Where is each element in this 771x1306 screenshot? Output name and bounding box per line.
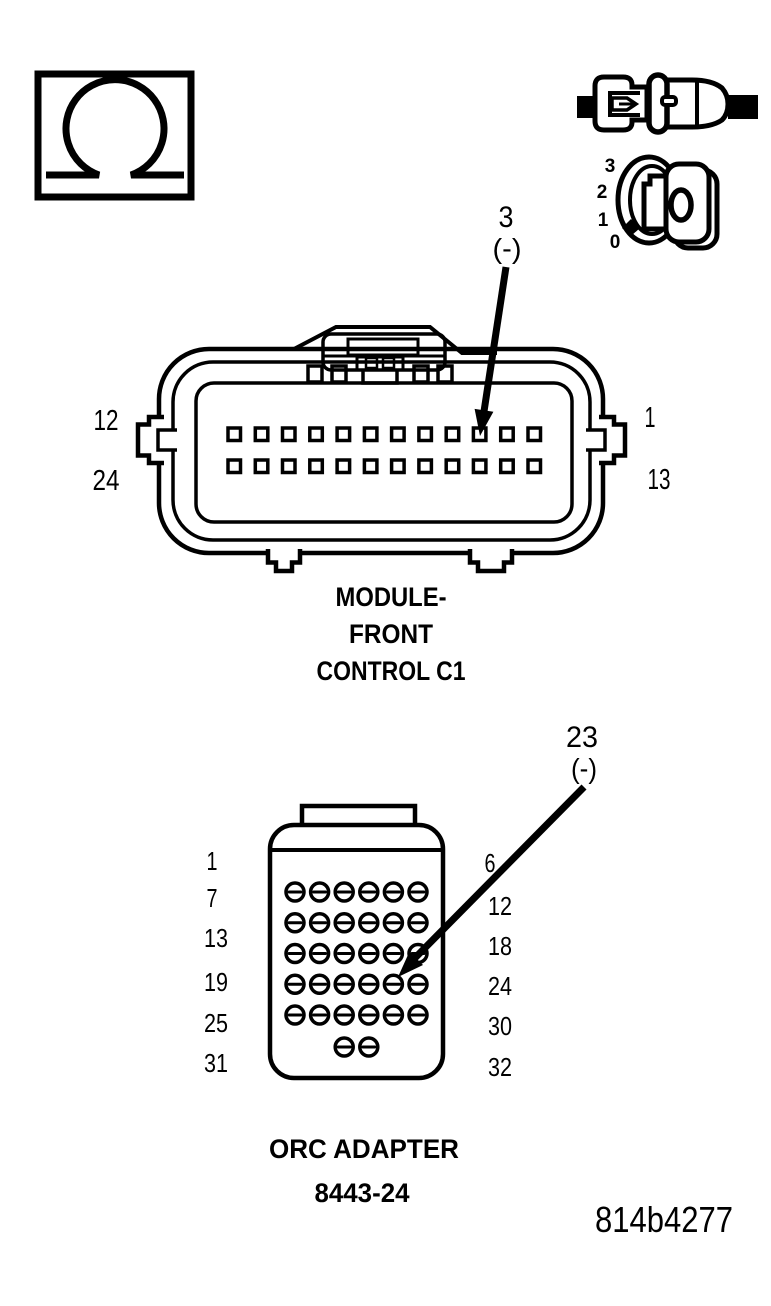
ohmmeter-icon [34,70,195,201]
pin-cavity [498,458,515,475]
orc-adapter-connector: 1 7 13 19 25 31 6 12 18 24 30 32 23 (-) … [204,721,598,1208]
socket-grid [284,881,429,1058]
shell-inner [171,360,592,542]
row-label-left-25: 25 [204,1008,228,1038]
wire-stub-left [577,96,596,118]
castellation-4 [436,364,454,384]
position-marker-diamond [622,219,640,236]
row-label-right-30: 30 [488,1011,512,1041]
pin-label-bottom-left: 24 [93,465,120,497]
castellation-1 [306,364,324,384]
connector2-caption-line1: ORC ADAPTER [269,1134,459,1164]
pin-cavity [389,458,406,475]
ignition-position-1: 1 [598,210,609,231]
row-label-right-18: 18 [488,931,512,961]
callout-arrow-shaft [408,784,587,965]
connector2-caption-line2: 8443-24 [315,1178,410,1208]
pin-cavity [417,426,434,443]
ignition-position-3: 3 [605,156,616,177]
row-label-left-13: 13 [204,923,228,953]
callout-pin-number: 23 [566,721,598,754]
mount-foot-right [467,549,515,574]
pin-cavity [253,426,270,443]
row-label-left-7: 7 [207,883,218,913]
row-label-right-6: 6 [485,848,496,878]
pin-cavity [526,426,543,443]
row-label-right-12: 12 [488,891,512,921]
pin-cavity [362,458,379,475]
pin-label-top-right: 1 [645,402,656,434]
row-label-left-19: 19 [204,967,228,997]
connector1-caption-line3: CONTROL C1 [317,656,466,686]
pin-cavity [335,458,352,475]
pin-cavity [444,426,461,443]
side-tab-left-inner [156,428,177,452]
lock-slot [660,95,678,107]
pin-cavity [335,426,352,443]
pin-cavity [417,458,434,475]
pin-cavity [308,458,325,475]
callout-arrow-head [398,951,423,977]
pin-cavity [308,426,325,443]
pin-label-top-left: 12 [94,405,119,437]
pin-cavity [226,458,243,475]
side-tab-right-inner [586,428,607,452]
wire-stub-right [728,95,758,119]
pin-grid [226,426,543,475]
latch-center-notch-b [381,356,396,370]
ohmmeter-box [34,70,195,201]
castellation-3 [412,364,430,384]
callout-pin-number: 3 [499,201,514,234]
pin-cavity-area [194,381,574,524]
pin-cavity [389,426,406,443]
ohm-symbol [46,76,184,179]
pin-cavity [226,426,243,443]
callout-polarity: (-) [571,753,597,784]
pin-cavity [498,426,515,443]
latch-center [355,355,405,372]
pin-cavity [253,458,270,475]
latch-leg [361,370,399,385]
figure-code: 814b4277 [595,1199,733,1240]
pin-cavity [471,458,488,475]
row-label-right-32: 32 [488,1052,512,1082]
pin-cavity [526,458,543,475]
row-label-right-24: 24 [488,971,512,1001]
connector1-caption-line1: MODULE- [336,582,447,612]
connector1-caption-line2: FRONT [349,619,433,649]
latch-hood [278,325,497,355]
mount-foot-left [265,549,303,574]
module-front-control-c1-connector: 12 24 1 13 3 (-) MODULE- FRONT CONTROL C… [93,201,671,686]
ignition-switch-icon: 3 2 1 0 [597,154,720,253]
callout-arrow-head [474,408,494,436]
row-label-left-31: 31 [204,1048,228,1078]
latch-center-notch-a [364,356,379,370]
disconnect-connector-icon [577,72,758,135]
callout-arrow-shaft [479,266,510,419]
pin-cavity [362,426,379,443]
keyhole [668,187,694,223]
row-label-left-1: 1 [207,846,218,876]
pin-cavity [280,426,297,443]
pin-cavity [280,458,297,475]
ignition-position-2: 2 [597,182,608,203]
pin-label-bottom-right: 13 [648,464,671,496]
pin-cavity [444,458,461,475]
ignition-position-0: 0 [610,232,621,253]
callout-polarity: (-) [493,233,522,264]
castellation-2 [330,364,348,384]
terminal-slot [608,91,640,117]
